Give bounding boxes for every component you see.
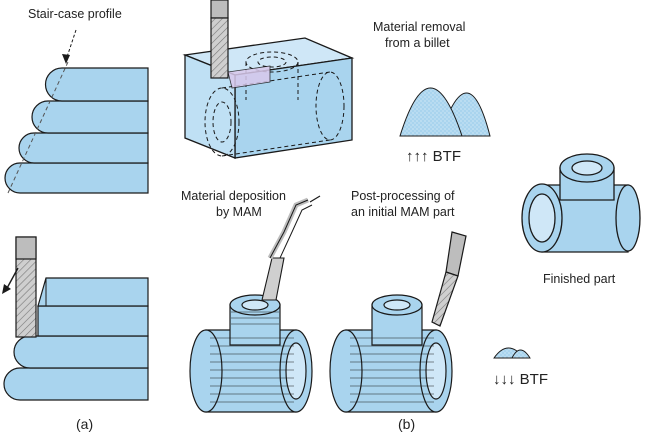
btf-down-label: ↓↓↓ BTF <box>493 371 548 388</box>
finished-tee-part <box>521 153 641 253</box>
tool-motion-arrow <box>5 267 19 291</box>
hidden-pipe-outline <box>204 51 345 157</box>
removal-label-line1: Material removal <box>373 20 466 34</box>
deposition-label-line1: Material deposition <box>181 189 286 203</box>
milling-tool-icon <box>210 0 229 79</box>
removal-label-line2: from a billet <box>385 36 450 50</box>
end-mill-tool-icon <box>15 236 37 338</box>
post-processing-part <box>329 294 453 413</box>
panel-a-label: (a) <box>76 416 94 432</box>
staircase-guide-line <box>7 61 69 194</box>
staircase-label: Stair-case profile <box>28 7 122 21</box>
post-chips-pile <box>493 347 531 359</box>
removed-chips-pile <box>399 87 491 137</box>
staircase-stack-bottom <box>3 277 149 401</box>
finished-part-label: Finished part <box>543 272 616 286</box>
deposition-nozzle-icon <box>261 197 313 301</box>
deposition-layer-lines <box>210 311 294 403</box>
panel-b-label: (b) <box>398 416 416 432</box>
deposition-label-line2: by MAM <box>216 205 262 219</box>
finishing-tool-icon <box>431 231 467 327</box>
arrowhead-icon <box>62 54 70 64</box>
btf-up-label: ↑↑↑ BTF <box>406 148 461 165</box>
staircase-stack-top <box>4 67 149 194</box>
mam-deposition-part <box>189 294 313 413</box>
post-processing-label-line1: Post-processing of <box>351 189 455 203</box>
post-processing-label-line2: an initial MAM part <box>351 205 455 219</box>
